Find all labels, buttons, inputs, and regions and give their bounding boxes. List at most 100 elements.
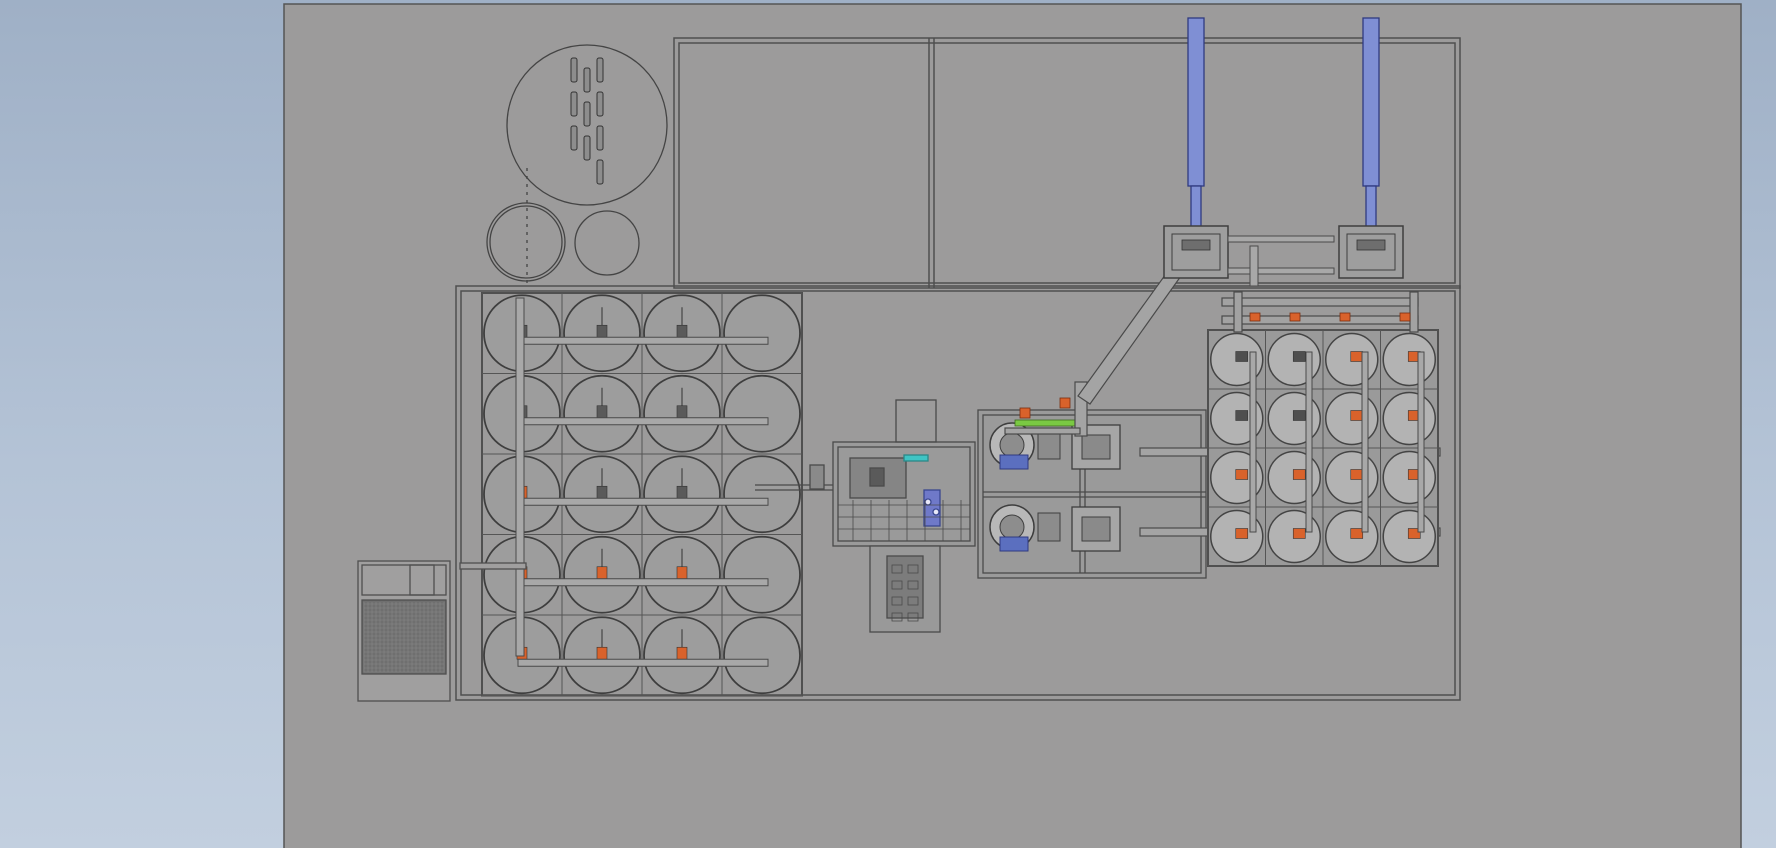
grid-slot — [907, 612, 919, 622]
module-hopper-core — [1081, 516, 1111, 542]
central-machine-grid — [838, 500, 970, 622]
tank-valve — [596, 324, 608, 338]
silo-hopper — [1356, 239, 1386, 251]
tank — [723, 455, 801, 534]
round-parts — [486, 44, 668, 285]
tank-valve — [1350, 528, 1364, 539]
round-part-small — [574, 210, 640, 276]
main-floor-frame — [455, 285, 1461, 701]
silo-column — [1187, 17, 1205, 187]
tank-valve — [1235, 469, 1249, 480]
grid-slot — [891, 580, 903, 590]
tank-cell — [1380, 506, 1439, 567]
tank-valve — [1350, 410, 1364, 421]
tank-valve — [596, 405, 608, 419]
tank-row-beam — [517, 578, 769, 587]
part-profile — [596, 57, 604, 83]
tank-valve — [1407, 528, 1421, 539]
silo-column-lower — [1365, 185, 1377, 233]
tank-main-beam — [515, 297, 525, 657]
top-rack-markers — [1249, 312, 1411, 322]
silo-base-inner — [1171, 233, 1221, 271]
part-profile — [583, 101, 591, 127]
grid-slot — [891, 564, 903, 574]
tank-row-beam — [517, 417, 769, 426]
tank-valve — [676, 485, 688, 499]
module-gear — [1037, 512, 1061, 542]
tank-valve — [596, 485, 608, 499]
tank-valve — [676, 566, 688, 580]
rack-marker — [1399, 312, 1411, 322]
module-motor — [999, 536, 1029, 552]
tank-cell — [721, 614, 803, 696]
part-profile — [596, 159, 604, 185]
part-profile — [570, 57, 578, 83]
part-profile — [583, 135, 591, 161]
cabinet-mesh — [363, 602, 445, 673]
module-highlight — [1014, 419, 1076, 427]
silo-column-lower — [1190, 185, 1202, 233]
grid-slot — [907, 580, 919, 590]
rack-marker — [1289, 312, 1301, 322]
grid-slot — [907, 596, 919, 606]
round-part-large — [506, 44, 668, 206]
module-drum-hub — [999, 432, 1025, 458]
part-profile — [596, 91, 604, 117]
tank — [723, 374, 801, 453]
tank-valve — [676, 324, 688, 338]
tank-valve — [1350, 469, 1364, 480]
silo-base — [1338, 225, 1404, 279]
upper-frame — [673, 37, 1461, 289]
silo-base — [1163, 225, 1229, 279]
tank-valve — [596, 646, 608, 660]
tank-valve — [676, 405, 688, 419]
tank — [723, 294, 801, 373]
silo-column — [1362, 17, 1380, 187]
tank-column-beam — [1361, 351, 1369, 533]
part-profile — [570, 91, 578, 117]
rack-marker — [1339, 312, 1351, 322]
top-rack — [1221, 291, 1419, 333]
grid-slot — [891, 612, 903, 622]
tank-valve — [1235, 410, 1249, 421]
silo-connector — [1227, 235, 1335, 243]
tank-valve — [1350, 351, 1364, 362]
part-profile — [583, 67, 591, 93]
silo-connector — [1227, 267, 1335, 275]
tank — [723, 535, 801, 614]
tank-row-beam — [517, 497, 769, 506]
round-part-medium — [486, 202, 566, 282]
silo-hopper — [1181, 239, 1211, 251]
module-marker — [1059, 397, 1071, 409]
tank-column-beam — [1417, 351, 1425, 533]
silo-towers — [1163, 17, 1404, 287]
module-drum-hub — [999, 514, 1025, 540]
tank-valve — [1292, 410, 1306, 421]
tank-valve — [1235, 351, 1249, 362]
tank-valve — [1292, 469, 1306, 480]
part-profile — [570, 125, 578, 151]
module-motor — [999, 454, 1029, 470]
tank-row-beam — [517, 336, 769, 345]
tank-valve — [1235, 528, 1249, 539]
tank-valve — [1292, 528, 1306, 539]
tank-row-beam — [517, 658, 769, 667]
grid-slot — [891, 596, 903, 606]
grid-slot — [907, 564, 919, 574]
silo-post — [1249, 245, 1259, 287]
tank-valve — [1292, 351, 1306, 362]
silo-base-inner — [1346, 233, 1396, 271]
module-hopper-core — [1081, 434, 1111, 460]
tank-column-beam — [1305, 351, 1313, 533]
tank-valve — [676, 646, 688, 660]
tank — [723, 616, 801, 695]
part-profile — [596, 125, 604, 151]
tank-grid-left — [481, 292, 803, 697]
round-part-profiles — [570, 57, 604, 185]
tank-grid-right — [1207, 329, 1439, 567]
module-gear — [1037, 430, 1061, 460]
rack-marker — [1249, 312, 1261, 322]
module-marker — [1019, 407, 1031, 419]
